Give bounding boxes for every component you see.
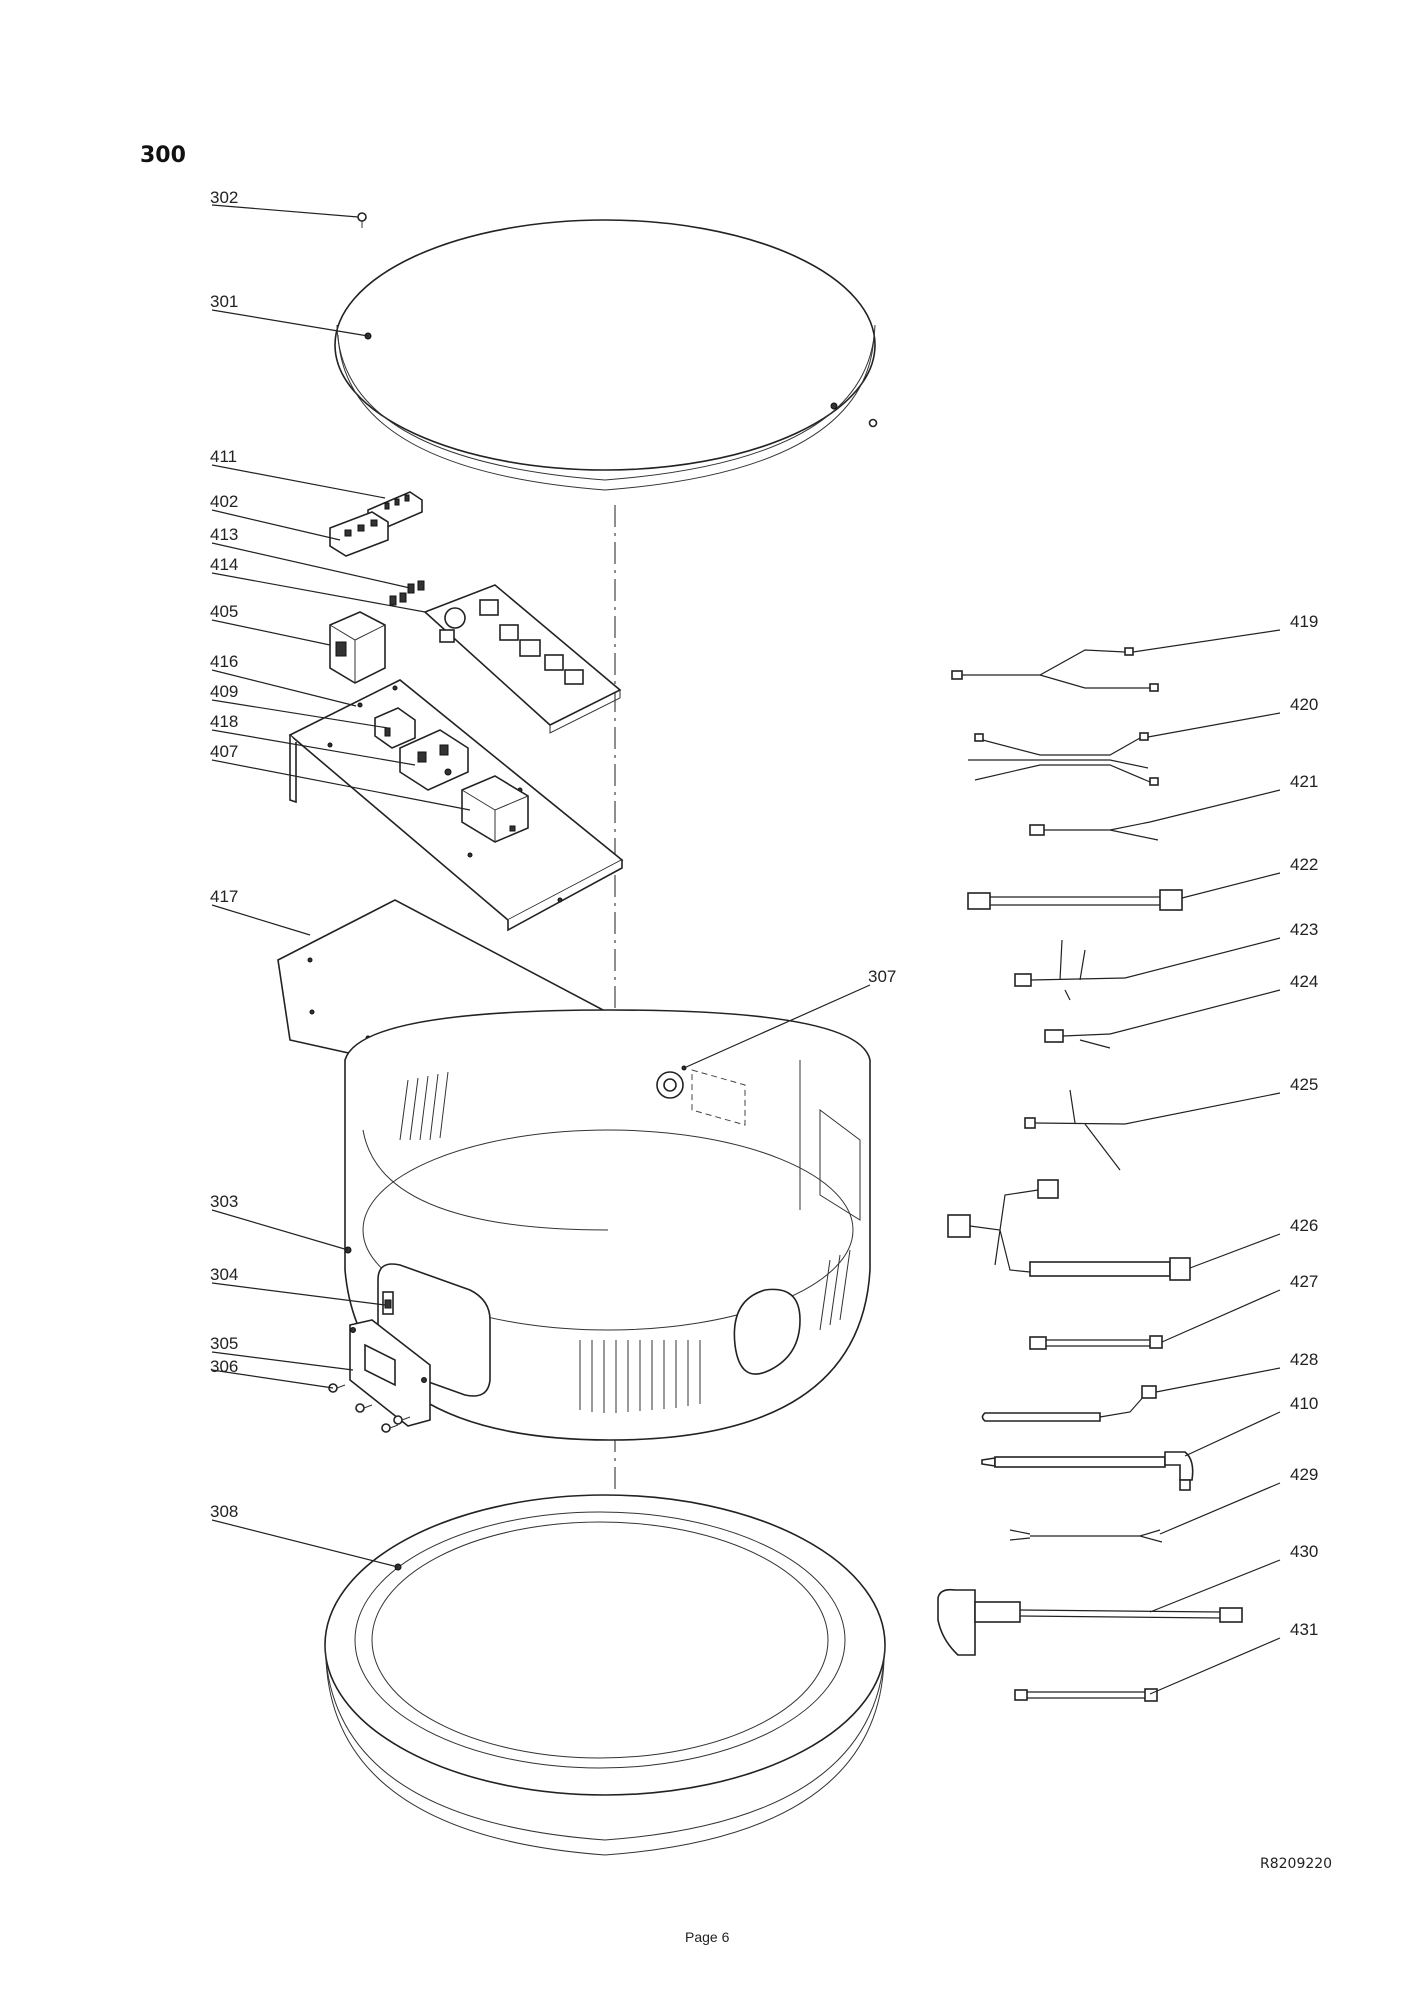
callout-429: 429 [1290, 1465, 1318, 1484]
part-430-element-lead [937, 1588, 1243, 1656]
callout-423: 423 [1290, 920, 1318, 939]
part-307-cable-gland [656, 1065, 687, 1099]
page-number: Page 6 [685, 1929, 730, 1945]
part-304-switch [382, 1291, 394, 1315]
callout-303: 303 [210, 1192, 238, 1211]
part-416-mounting-plate [288, 679, 624, 932]
callout-414: 414 [210, 555, 238, 574]
callout-421: 421 [1290, 772, 1318, 791]
callout-407: 407 [210, 742, 238, 761]
part-421-harness [1029, 821, 1159, 841]
callout-411: 411 [210, 447, 237, 466]
part-431-harness [1014, 1688, 1158, 1702]
part-414-circuit-board [423, 584, 622, 734]
part-407-control-box [461, 775, 529, 843]
part-414-connector [389, 592, 407, 606]
part-427-harness [1029, 1335, 1163, 1350]
callout-306: 306 [210, 1357, 238, 1376]
callout-430: 430 [1290, 1542, 1318, 1561]
part-424-harness [1044, 1029, 1111, 1049]
part-426-harness [947, 1179, 1191, 1281]
drawing-reference: R8209220 [1260, 1856, 1332, 1872]
part-301-top-cover [334, 219, 876, 491]
part-302-screw [357, 212, 878, 428]
callout-428: 428 [1290, 1350, 1318, 1369]
part-306-screws [328, 1383, 411, 1433]
callout-402: 402 [210, 492, 238, 511]
part-409-relay [374, 707, 416, 749]
part-422-harness [967, 889, 1183, 911]
part-429-harness [1009, 1529, 1163, 1543]
callout-409: 409 [210, 682, 238, 701]
callout-419: 419 [1290, 612, 1318, 631]
callout-410: 410 [1290, 1394, 1318, 1413]
callout-405: 405 [210, 602, 238, 621]
part-418-contactor [399, 729, 469, 791]
part-413-connector [407, 580, 425, 594]
callout-305: 305 [210, 1334, 238, 1353]
callout-425: 425 [1290, 1075, 1318, 1094]
callout-427: 427 [1290, 1272, 1318, 1291]
callout-422: 422 [1290, 855, 1318, 874]
part-428-sensor [981, 1385, 1157, 1422]
part-423-harness [1014, 939, 1126, 1001]
section-title: 300 [140, 143, 186, 168]
part-305-display-panel [349, 1319, 431, 1427]
part-419-harness [951, 647, 1159, 692]
callout-413: 413 [210, 525, 238, 544]
callout-labels: 302 301 411 402 413 414 405 416 409 418 … [210, 188, 1318, 1639]
callout-431: 431 [1290, 1620, 1318, 1639]
callout-302: 302 [210, 188, 238, 207]
callout-304: 304 [210, 1265, 238, 1284]
callout-301: 301 [210, 292, 238, 311]
callout-308: 308 [210, 1502, 238, 1521]
part-425-harness [1024, 1089, 1126, 1171]
leader-lines [211, 204, 1281, 1695]
part-402-terminal-block [329, 511, 389, 557]
callout-307: 307 [868, 967, 896, 986]
callout-424: 424 [1290, 972, 1318, 991]
callout-416: 416 [210, 652, 238, 671]
part-410-probe [981, 1451, 1194, 1491]
callout-418: 418 [210, 712, 238, 731]
callout-426: 426 [1290, 1216, 1318, 1235]
callout-420: 420 [1290, 695, 1318, 714]
part-405-transformer [329, 611, 386, 684]
part-308-base-ring [324, 1494, 886, 1856]
callout-417: 417 [210, 887, 238, 906]
part-420-harness [968, 732, 1159, 786]
part-303-housing-ring [344, 1009, 871, 1441]
